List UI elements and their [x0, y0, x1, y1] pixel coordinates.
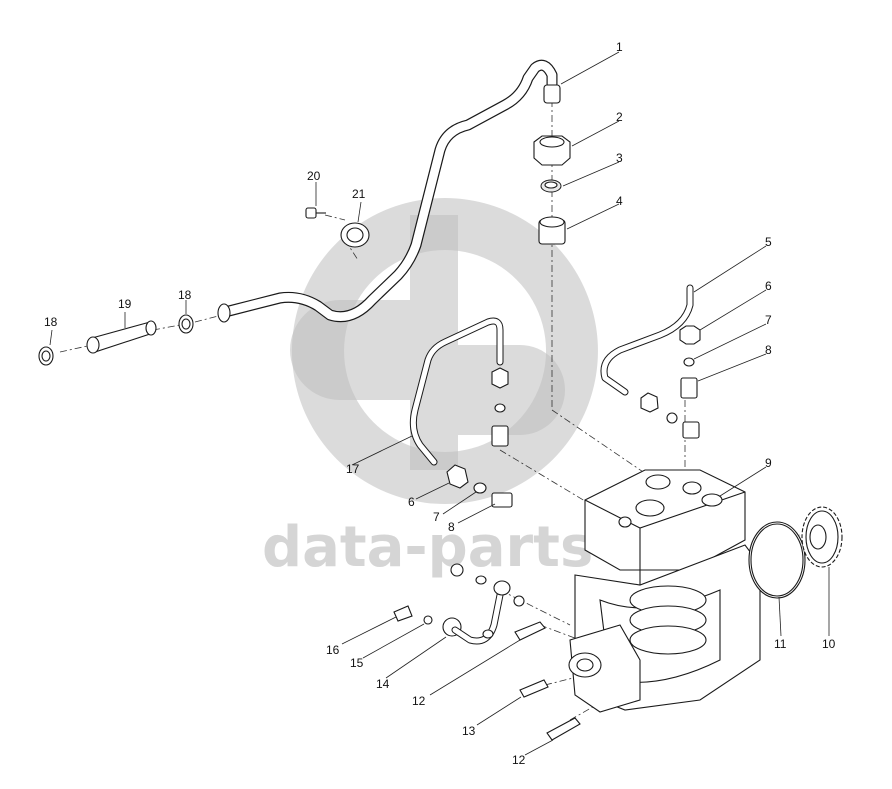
callout-4: 4	[616, 194, 623, 208]
callout-21: 21	[352, 187, 366, 201]
callout-19: 19	[118, 297, 132, 311]
callout-8: 8	[448, 520, 455, 534]
callout-7: 7	[433, 510, 440, 524]
compressor-body	[568, 469, 761, 713]
watermark-logo	[290, 198, 598, 504]
callout-12: 12	[512, 753, 526, 767]
callout-9: 9	[765, 456, 772, 470]
callout-15: 15	[350, 656, 364, 670]
pipe-17-assembly	[409, 317, 513, 508]
callout-1: 1	[616, 40, 623, 54]
callout-6: 6	[408, 495, 415, 509]
callout-11: 11	[774, 637, 787, 651]
small-parts	[393, 563, 581, 741]
callout-8: 8	[765, 343, 772, 357]
callout-6: 6	[765, 279, 772, 293]
callout-7: 7	[765, 313, 772, 327]
watermark-text: data-parts	[262, 515, 593, 580]
callout-labels: 1 2 3 4 5 6 7 8 9 10 11 12 12 13 14 15 1…	[44, 40, 836, 767]
callout-13: 13	[462, 724, 476, 738]
callout-18: 18	[178, 288, 192, 302]
leader-lines	[49, 51, 830, 756]
oring-and-gear	[748, 506, 843, 599]
callout-18: 18	[44, 315, 58, 329]
callout-5: 5	[765, 235, 772, 249]
callout-12: 12	[412, 694, 426, 708]
hose-and-clamps	[38, 314, 194, 366]
callout-2: 2	[616, 110, 623, 124]
callout-20: 20	[307, 169, 321, 183]
callout-3: 3	[616, 151, 623, 165]
main-pipe	[217, 59, 561, 323]
callout-16: 16	[326, 643, 340, 657]
pipe-5-assembly	[600, 284, 701, 439]
callout-17: 17	[346, 462, 360, 476]
callout-10: 10	[822, 637, 836, 651]
bolt-and-clip	[305, 207, 370, 248]
fittings-2-3-4	[533, 135, 571, 245]
callout-14: 14	[376, 677, 390, 691]
